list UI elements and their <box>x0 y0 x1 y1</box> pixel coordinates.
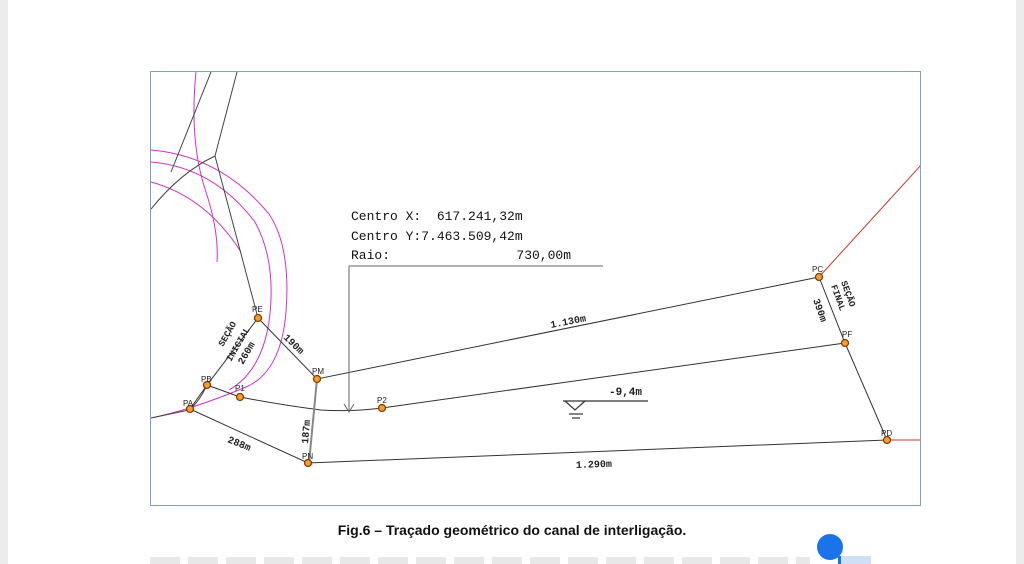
label-pa: PA <box>183 399 194 408</box>
figure-caption: Fig.6 – Traçado geométrico do canal de i… <box>337 522 687 538</box>
canal-lines <box>189 276 888 464</box>
point-pb <box>202 380 212 390</box>
section-labels: SEÇÃO INICIAL SEÇÃO FINAL <box>216 279 858 363</box>
magenta-curve-outer <box>151 149 288 419</box>
road-line-b <box>151 155 216 210</box>
gray-roads <box>151 72 259 419</box>
point-pm <box>312 374 322 384</box>
label-pf: PF <box>842 330 852 339</box>
survey-points <box>185 272 892 468</box>
magenta-curve-third <box>151 181 242 253</box>
magenta-roads <box>151 72 288 419</box>
point-pa <box>185 404 195 414</box>
dim-288: 288m <box>226 436 252 455</box>
label-pd: PD <box>881 429 892 438</box>
radius-leader <box>343 265 603 413</box>
info-center-x: Centro X: 617.241,32m <box>351 209 523 224</box>
point-p1 <box>235 392 245 402</box>
dim-1290: 1.290m <box>576 460 612 472</box>
dim-level: -9,4m <box>609 387 642 399</box>
magenta-curve-inner <box>151 161 272 391</box>
magenta-curve-top <box>193 72 218 263</box>
selection-handle[interactable] <box>838 556 871 564</box>
label-pe: PE <box>252 305 263 314</box>
canal-diagram: Centro X: 617.241,32m Centro Y:7.463.509… <box>151 72 920 472</box>
info-radius-label: Raio: <box>351 248 390 263</box>
info-box: Centro X: 617.241,32m Centro Y:7.463.509… <box>351 209 571 263</box>
dim-187: 187m <box>301 419 314 444</box>
road-line-c <box>170 72 212 173</box>
canal-top-line <box>257 276 820 380</box>
point-p2 <box>377 403 387 413</box>
dim-390: 390m <box>809 298 828 324</box>
red-line-top <box>818 165 920 278</box>
leader-arrow-icon <box>343 403 355 413</box>
label-pc: PC <box>812 265 823 274</box>
canal-centerline <box>206 342 846 412</box>
label-pn: PN <box>302 452 313 461</box>
point-labels: PA PB P1 PE PM P2 PN PC PF PD <box>183 265 892 461</box>
label-pb: PB <box>201 375 212 384</box>
level-triangle <box>564 400 586 411</box>
info-center-y: Centro Y:7.463.509,42m <box>351 229 523 244</box>
point-pc <box>814 272 824 282</box>
label-p2: P2 <box>377 396 387 405</box>
canal-bottom-line <box>189 408 888 464</box>
dim-1130: 1.130m <box>550 314 587 332</box>
water-level-icon <box>563 400 648 419</box>
red-boundary <box>818 165 920 441</box>
pm-pn-link <box>308 378 318 464</box>
info-radius-value: 730,00m <box>516 248 571 263</box>
cursor-dot-icon[interactable] <box>817 534 843 560</box>
point-pd <box>882 435 892 445</box>
road-line-d <box>151 409 190 419</box>
figure-frame: Centro X: 617.241,32m Centro Y:7.463.509… <box>150 71 921 506</box>
label-p1: P1 <box>235 384 245 393</box>
label-pm: PM <box>312 367 324 376</box>
faded-body-text <box>150 557 810 564</box>
point-pn <box>303 458 313 468</box>
point-pe <box>253 313 263 323</box>
point-pf <box>840 338 850 348</box>
